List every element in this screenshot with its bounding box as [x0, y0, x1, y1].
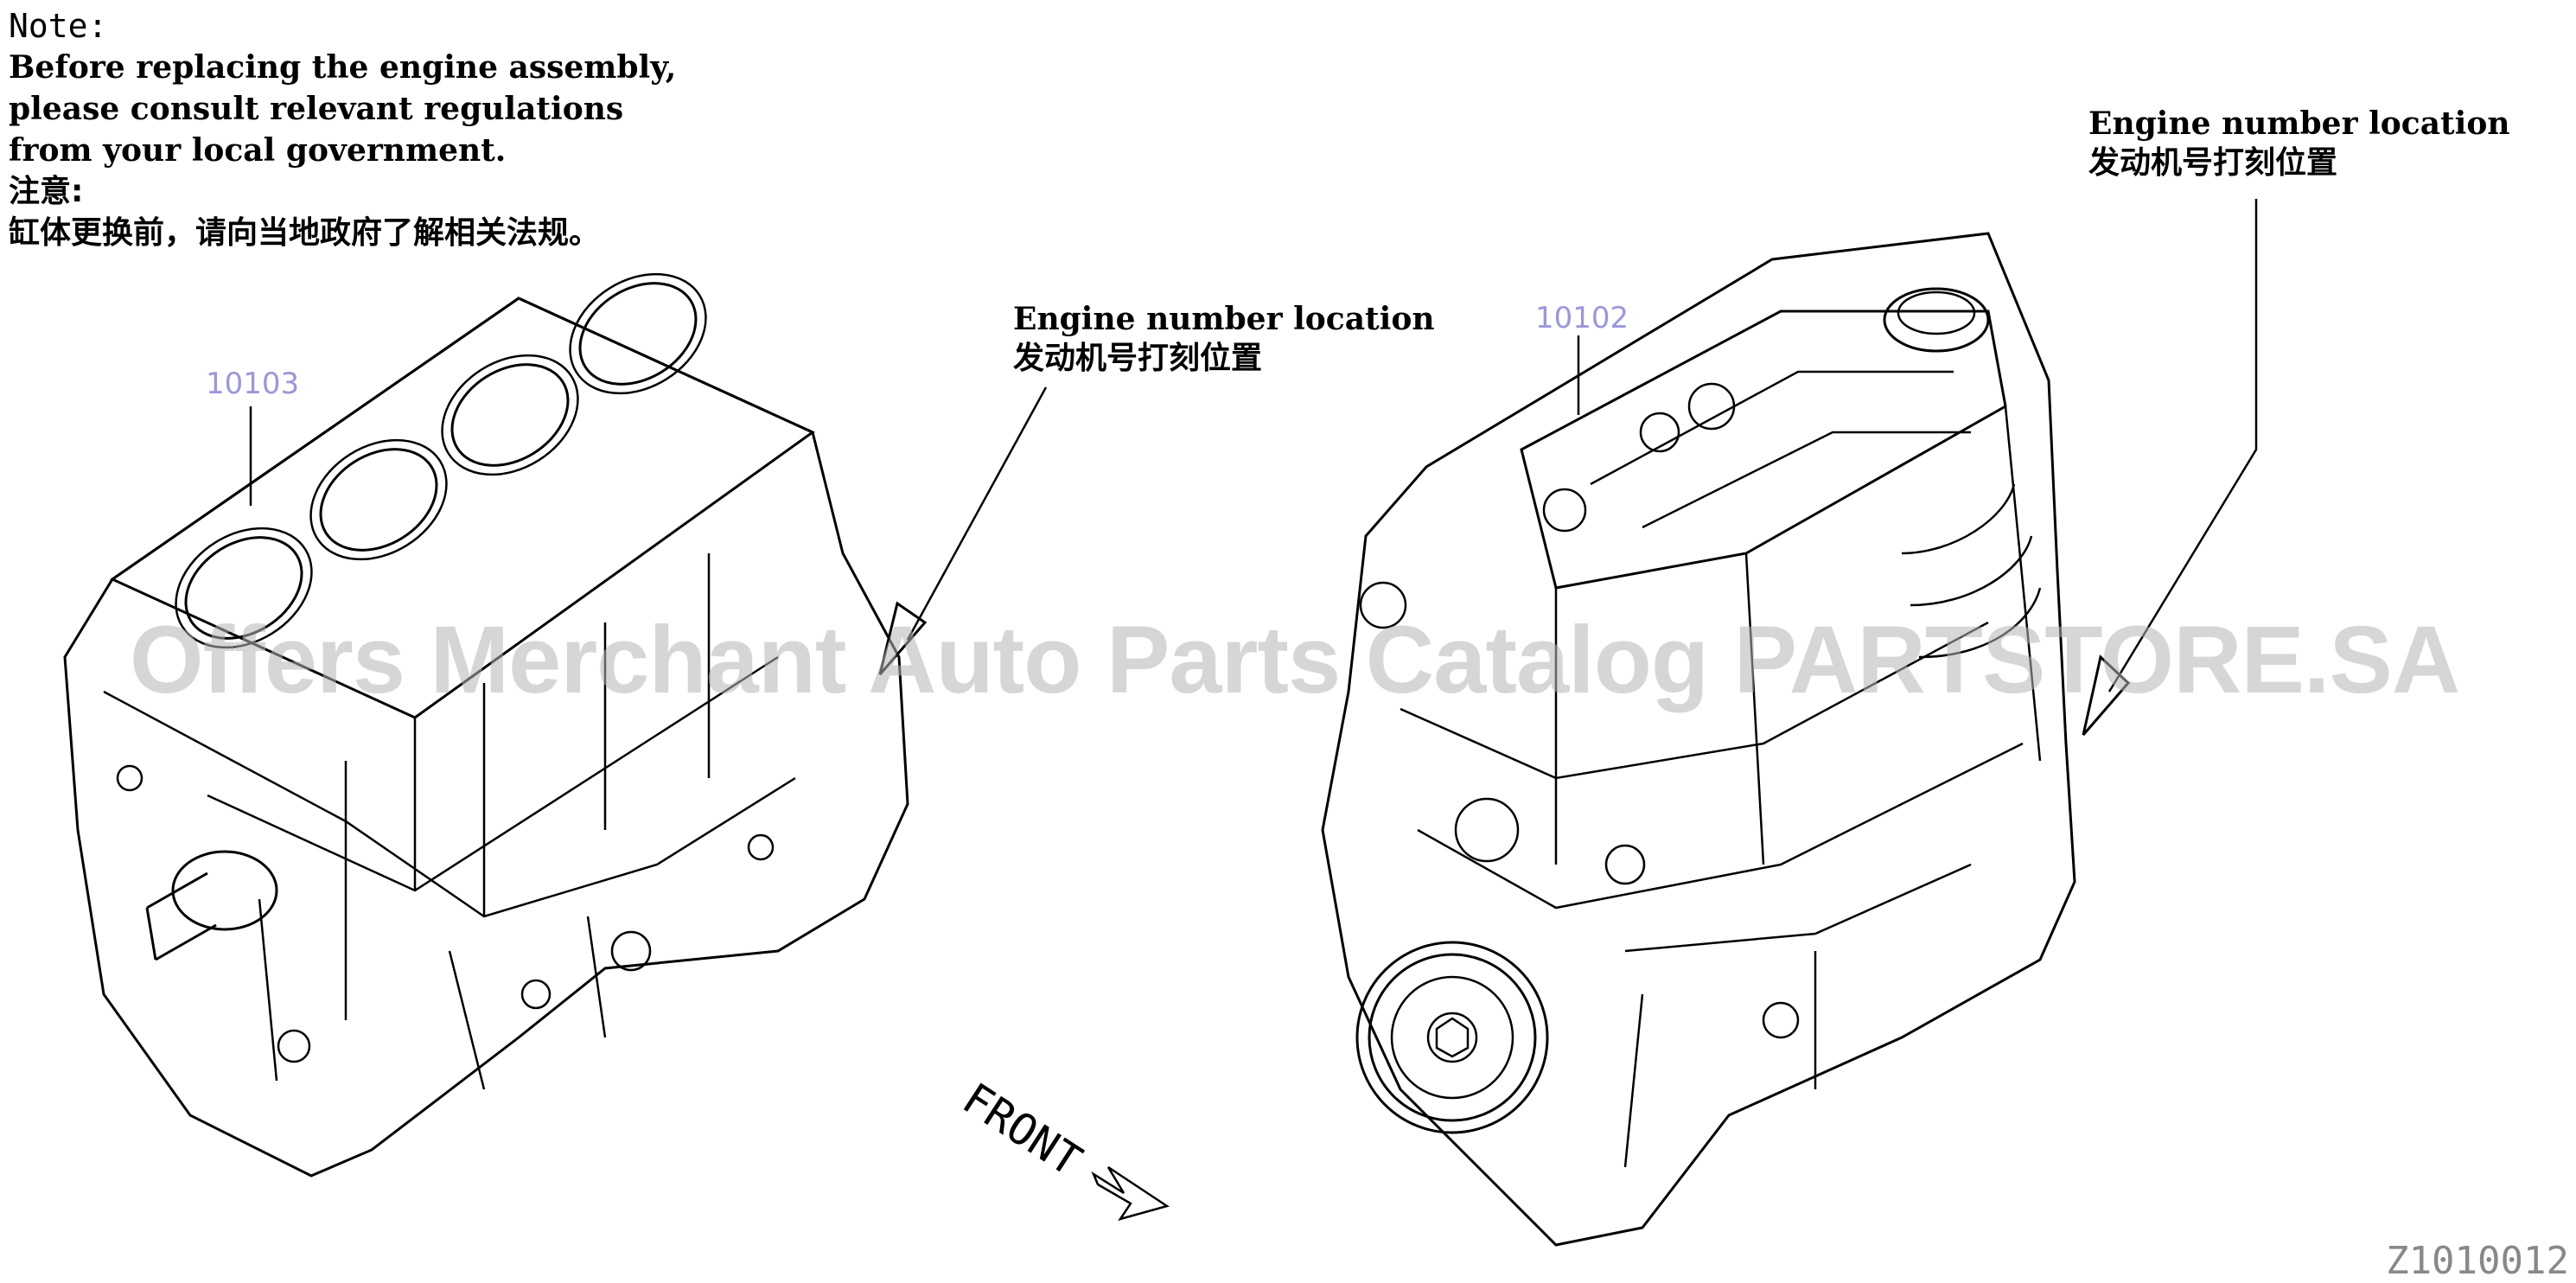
- short-block-illustration: [63, 272, 909, 1178]
- regulation-note: Note: Before replacing the engine assemb…: [9, 5, 676, 254]
- note-title: Note:: [9, 7, 108, 45]
- callout-right-cn: 发动机号打刻位置: [2088, 145, 2338, 181]
- callout-left-en: Engine number location: [1013, 301, 1435, 337]
- part-number-engine-assembly[interactable]: 10102: [1535, 301, 1629, 335]
- note-line-1: Before replacing the engine assembly,: [9, 49, 677, 86]
- front-direction-arrow: FRONT: [953, 1073, 1170, 1222]
- engine-number-callout-left: Engine number location 发动机号打刻位置: [1013, 299, 1435, 379]
- callout-right-en: Engine number location: [2088, 105, 2510, 142]
- front-label: FRONT: [953, 1073, 1090, 1186]
- watermark: Offers Merchant Auto Parts Catalog PARTS…: [130, 607, 2460, 713]
- note-label-cn: 注意:: [9, 174, 84, 209]
- note-line-3: from your local government.: [9, 132, 507, 169]
- part-number-short-block[interactable]: 10103: [206, 367, 300, 401]
- engine-assembly-illustration: [1321, 232, 2076, 1247]
- note-line-2: please consult relevant regulations: [9, 91, 624, 127]
- engine-number-pointer-left: [878, 386, 1048, 675]
- note-line-cn: 缸体更换前，请向当地政府了解相关法规。: [9, 215, 601, 251]
- engine-number-pointer-right: [2082, 199, 2258, 736]
- callout-left-cn: 发动机号打刻位置: [1013, 341, 1263, 376]
- diagram-id: Z1010012: [2386, 1239, 2569, 1283]
- engine-number-callout-right: Engine number location 发动机号打刻位置: [2088, 104, 2510, 183]
